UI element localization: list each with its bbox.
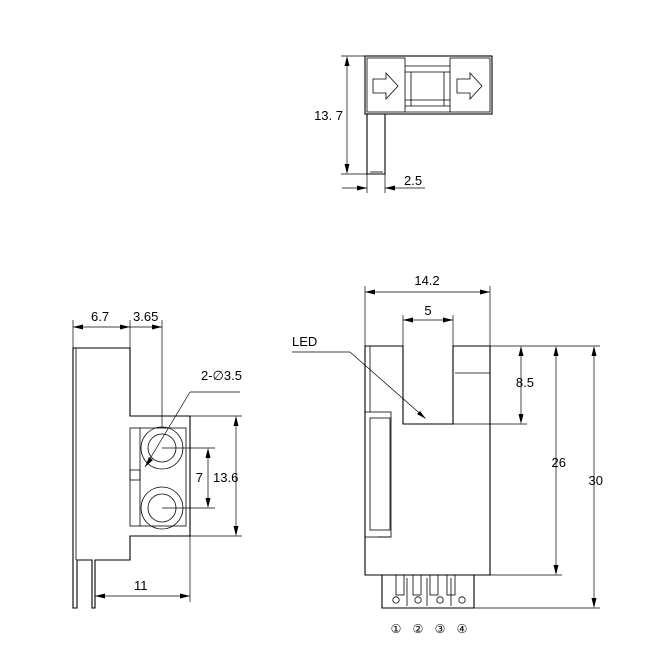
total-height-label: 30 [589,473,603,488]
body-height-label: 26 [552,455,566,470]
hole-pitch-label: 7 [196,470,203,485]
slot-width-label: 5 [424,303,431,318]
top-view-right-block [449,57,491,113]
hole-span-label: 13.6 [213,470,238,485]
side-view: 6.7 3.65 2-∅3.5 7 13.6 11 [72,309,242,609]
slot-depth-label: 8.5 [516,375,534,390]
side-offset-label: 3.65 [133,309,158,324]
led-window [364,411,392,538]
arrow-right-icon [372,71,399,101]
pin-number: ① [391,622,402,636]
hole-frame [129,427,187,527]
hole-callout-label: 2-∅3.5 [201,368,242,383]
side-left-width-label: 6.7 [91,309,109,324]
connector [381,575,475,609]
pin-number: ④ [457,622,468,636]
front-view-body [364,345,491,576]
side-view-outline [72,347,191,609]
top-view: 13. 7 2.5 [314,55,493,193]
top-view-left-block [366,57,406,113]
front-view: ① ② ③ ④ 14.2 5 8.5 26 3 [292,273,603,636]
led-label: LED [292,334,317,349]
pin-number: ② [413,622,424,636]
pin-offset-label: 11 [134,578,148,593]
top-view-width-label: 2.5 [404,173,422,188]
top-view-body [364,55,493,115]
top-view-height-label: 13. 7 [314,108,343,123]
arrow-right-icon [456,71,483,101]
connector-pins [392,574,466,606]
pin-number: ③ [435,622,446,636]
front-width-label: 14.2 [414,273,439,288]
